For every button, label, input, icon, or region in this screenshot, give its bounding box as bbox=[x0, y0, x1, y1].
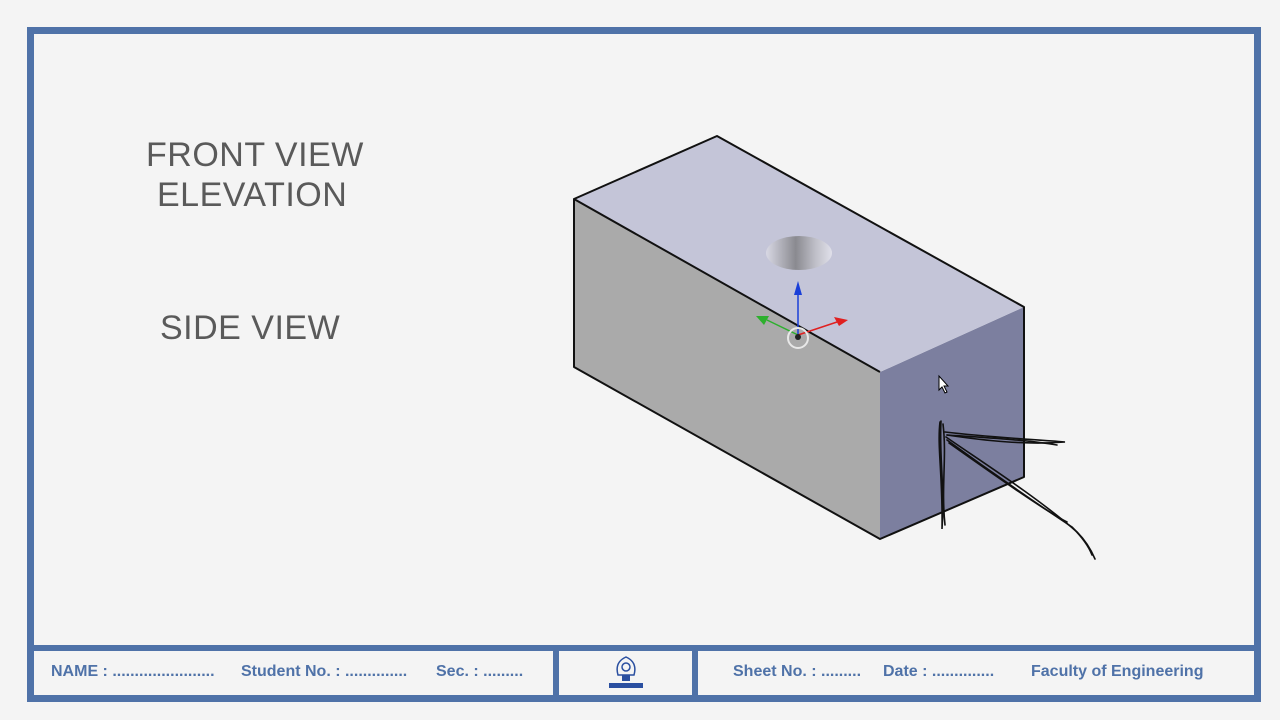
name-field[interactable]: NAME : ....................... bbox=[51, 663, 215, 680]
faculty-label: Faculty of Engineering bbox=[1031, 663, 1204, 680]
date-field[interactable]: Date : .............. bbox=[883, 663, 995, 680]
mouse-cursor-icon bbox=[938, 374, 950, 394]
block-front-face[interactable] bbox=[574, 199, 880, 539]
transform-gizmo-icon[interactable] bbox=[756, 281, 848, 349]
title-block: NAME : ....................... Student N… bbox=[34, 651, 1254, 695]
sheet-no-field[interactable]: Sheet No. : ......... bbox=[733, 663, 862, 680]
title-block-logo bbox=[559, 651, 698, 695]
3d-model-viewport[interactable] bbox=[34, 34, 1254, 645]
drawing-sheet: FRONT VIEW ELEVATION SIDE VIEW bbox=[27, 27, 1261, 702]
drawing-area: FRONT VIEW ELEVATION SIDE VIEW bbox=[34, 34, 1254, 651]
block-side-face[interactable] bbox=[880, 307, 1024, 539]
freehand-annotation bbox=[938, 420, 1096, 560]
title-block-left: NAME : ....................... Student N… bbox=[34, 651, 559, 695]
title-block-right: Sheet No. : ......... Date : ...........… bbox=[698, 651, 1254, 695]
student-no-field[interactable]: Student No. : .............. bbox=[241, 663, 408, 680]
hole[interactable] bbox=[766, 236, 832, 270]
label-elevation: ELEVATION bbox=[157, 176, 348, 214]
faculty-logo-icon bbox=[608, 656, 643, 688]
sec-field[interactable]: Sec. : ......... bbox=[436, 663, 524, 680]
label-side-view: SIDE VIEW bbox=[160, 309, 341, 347]
label-front-view: FRONT VIEW bbox=[146, 136, 364, 174]
